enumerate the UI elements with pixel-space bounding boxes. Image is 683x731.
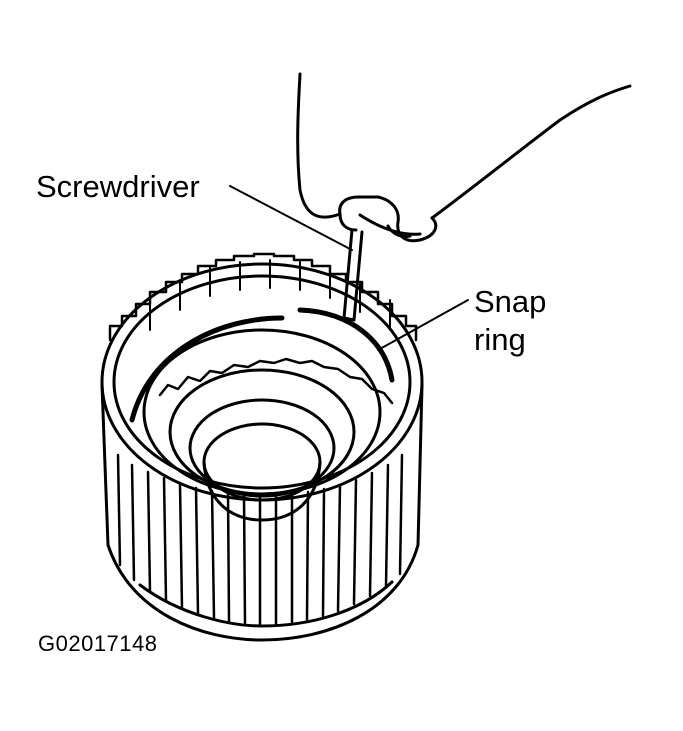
hand-illustration: [296, 72, 632, 243]
screwdriver-leader-line: [229, 185, 353, 251]
snap-ring-label-line1: Snap: [474, 284, 547, 319]
snap-ring: [129, 307, 395, 423]
clutch-drum: [100, 252, 424, 642]
figure-code: G02017148: [38, 631, 158, 656]
snap-ring-label-line2: ring: [474, 322, 526, 357]
screwdriver-label: Screwdriver: [36, 169, 200, 204]
snap-ring-leader-line: [377, 299, 469, 351]
inner-hub: [142, 328, 394, 522]
